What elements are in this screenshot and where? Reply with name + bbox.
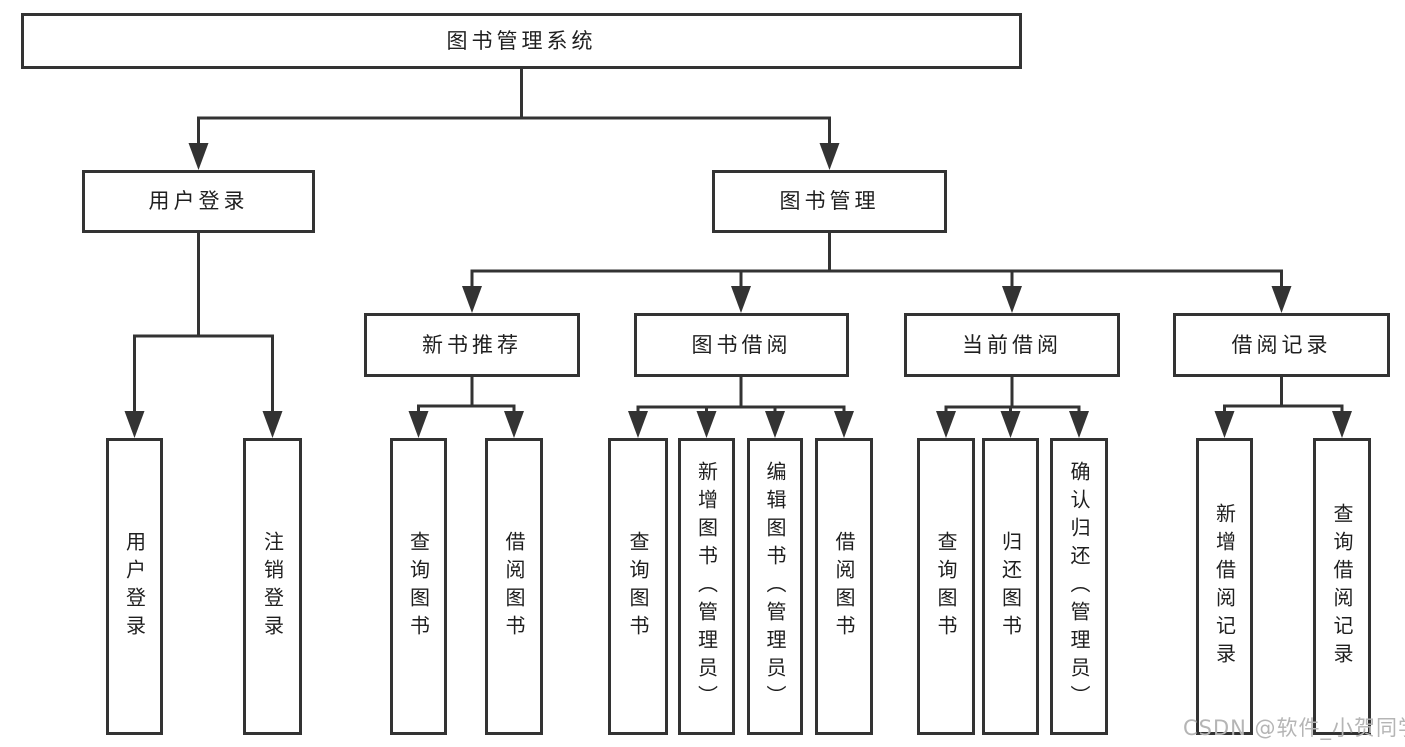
- node-new-book-recommendation: 新书推荐: [364, 313, 580, 377]
- node-library-management-system: 图书管理系统: [21, 13, 1022, 69]
- node-borrowing-records: 借阅记录: [1173, 313, 1390, 377]
- arrowhead: [1271, 286, 1292, 313]
- arrowhead: [819, 143, 840, 170]
- node-leaf-query-books-borrow: 查询图书: [608, 438, 668, 735]
- arrowhead: [262, 411, 283, 438]
- node-leaf-borrow-books: 借阅图书: [815, 438, 873, 735]
- arrowhead: [696, 411, 717, 438]
- node-leaf-logout: 注销登录: [243, 438, 302, 735]
- node-leaf-edit-books-admin: 编辑图书（管理员）: [747, 438, 803, 735]
- arrowhead: [408, 411, 429, 438]
- node-leaf-query-books-recommend: 查询图书: [390, 438, 447, 735]
- node-book-management: 图书管理: [712, 170, 947, 233]
- node-leaf-return-books: 归还图书: [982, 438, 1039, 735]
- node-leaf-query-books-current: 查询图书: [917, 438, 975, 735]
- arrowhead: [1002, 286, 1022, 313]
- arrowhead: [1214, 411, 1235, 438]
- arrowhead: [731, 286, 751, 313]
- arrowhead: [1332, 411, 1352, 438]
- node-leaf-user-login: 用户登录: [106, 438, 163, 735]
- node-leaf-confirm-return-admin: 确认归还（管理员）: [1050, 438, 1108, 735]
- arrowhead: [462, 286, 482, 313]
- csdn-watermark: CSDN @软件_小贺同学: [1183, 716, 1405, 740]
- node-current-borrowing: 当前借阅: [904, 313, 1120, 377]
- arrowhead: [1069, 411, 1089, 438]
- arrowhead: [124, 411, 145, 438]
- arrowhead: [1000, 411, 1021, 438]
- node-user-login: 用户登录: [82, 170, 315, 233]
- node-book-borrowing: 图书借阅: [634, 313, 849, 377]
- node-leaf-add-borrow-record: 新增借阅记录: [1196, 438, 1253, 735]
- arrowhead: [834, 411, 854, 438]
- arrowhead: [936, 411, 956, 438]
- arrowhead: [765, 411, 785, 438]
- node-leaf-query-borrow-record: 查询借阅记录: [1313, 438, 1371, 735]
- arrowhead: [188, 143, 209, 170]
- arrowhead: [628, 411, 648, 438]
- node-leaf-add-books-admin: 新增图书（管理员）: [678, 438, 735, 735]
- arrowhead: [504, 411, 524, 438]
- node-leaf-borrow-books-recommend: 借阅图书: [485, 438, 543, 735]
